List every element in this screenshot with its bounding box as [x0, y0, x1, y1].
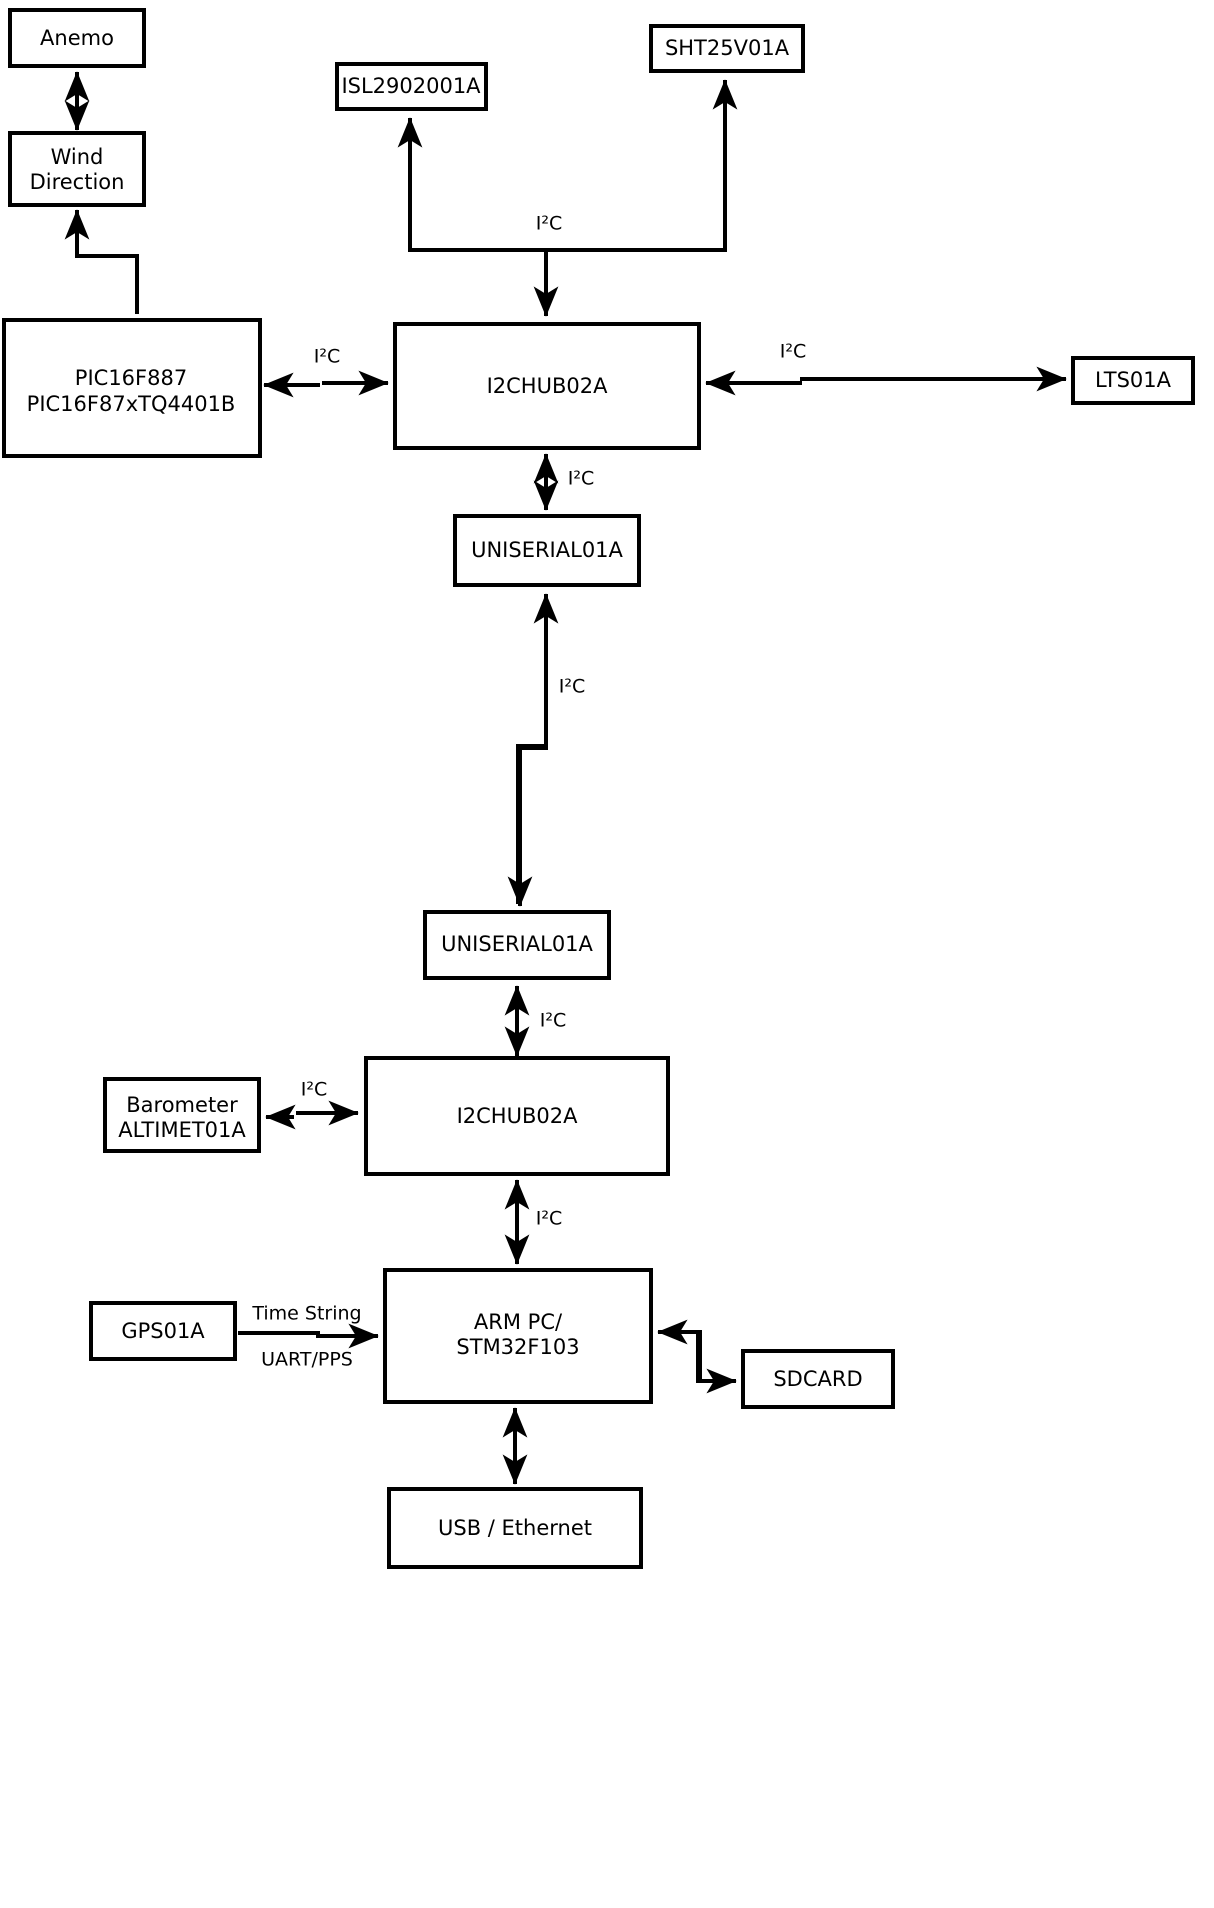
- edge-label-i2c-hub-lts: I²C: [780, 341, 807, 363]
- block-lts01a[interactable]: LTS01A: [1071, 356, 1195, 405]
- block-barometer-label-line2: ALTIMET01A: [118, 1118, 246, 1142]
- block-i2chub02a-bottom-label: I2CHUB02A: [457, 1104, 579, 1128]
- block-i2chub02a-top-label: I2CHUB02A: [487, 374, 609, 398]
- edge-label-i2c-pic-hub: I²C: [314, 346, 341, 368]
- connection-i2c-bus-top: [397, 79, 738, 317]
- block-pic16f887[interactable]: PIC16F887 PIC16F87xTQ4401B: [2, 318, 262, 458]
- block-armpc-label-line2: STM32F103: [456, 1335, 579, 1359]
- block-pic16f887-label-line1: PIC16F887: [75, 366, 187, 390]
- block-lts01a-label: LTS01A: [1095, 368, 1172, 392]
- block-anemo-label: Anemo: [40, 26, 114, 50]
- block-gps01a-label: GPS01A: [121, 1319, 205, 1343]
- block-sdcard[interactable]: SDCARD: [741, 1349, 895, 1409]
- block-arm-pc-stm32f103[interactable]: ARM PC/ STM32F103: [383, 1268, 653, 1404]
- block-pic16f887-label-line2: PIC16F87xTQ4401B: [27, 392, 236, 416]
- block-uniserial01a-top-label: UNISERIAL01A: [471, 538, 623, 562]
- block-isl2902001a[interactable]: ISL2902001A: [335, 62, 488, 111]
- edge-label-i2c-hub-uni: I²C: [568, 468, 595, 490]
- block-i2chub02a-top[interactable]: I2CHUB02A: [393, 322, 701, 450]
- block-i2chub02a-bottom[interactable]: I2CHUB02A: [364, 1056, 670, 1176]
- edge-label-i2c-bus-top: I²C: [536, 213, 563, 235]
- block-wind-direction[interactable]: Wind Direction: [8, 131, 146, 207]
- connection-pic-i2chub-top: [263, 370, 389, 398]
- block-sdcard-label: SDCARD: [773, 1367, 862, 1391]
- connection-gps-armpc: [238, 1323, 379, 1349]
- block-uniserial01a-bottom[interactable]: UNISERIAL01A: [423, 910, 611, 980]
- block-uniserial01a-bottom-label: UNISERIAL01A: [441, 932, 593, 956]
- block-barometer-label-line1: Barometer: [126, 1093, 238, 1117]
- block-isl2902001a-label: ISL2902001A: [341, 74, 481, 98]
- block-barometer-altimet01a[interactable]: Barometer ALTIMET01A: [103, 1077, 261, 1153]
- connection-i2chub-top-lts: [705, 366, 1067, 396]
- edge-label-time-string: Time String: [251, 1303, 361, 1325]
- connection-pic-winddirection: [64, 209, 139, 314]
- edge-label-uart-pps: UART/PPS: [261, 1349, 353, 1371]
- block-wind-direction-label-line2: Direction: [30, 170, 125, 194]
- edge-label-i2c-baro-hubb: I²C: [301, 1079, 328, 1101]
- connection-armpc-sdcard: [657, 1319, 737, 1394]
- block-sht25v01a-label: SHT25V01A: [665, 36, 790, 60]
- connection-uniserial-top-uniserial-bottom: [507, 593, 559, 907]
- block-gps01a[interactable]: GPS01A: [89, 1301, 237, 1361]
- block-uniserial01a-top[interactable]: UNISERIAL01A: [453, 514, 641, 587]
- block-usb-ethernet[interactable]: USB / Ethernet: [387, 1487, 643, 1569]
- edge-label-i2c-uni-uni: I²C: [559, 676, 586, 698]
- block-armpc-label-line1: ARM PC/: [474, 1310, 563, 1334]
- edge-label-i2c-hubb-arm: I²C: [536, 1208, 563, 1230]
- block-usb-ethernet-label: USB / Ethernet: [438, 1516, 592, 1540]
- block-anemo[interactable]: Anemo: [8, 8, 146, 68]
- edge-label-i2c-unib-hubb: I²C: [540, 1010, 567, 1032]
- block-sht25v01a[interactable]: SHT25V01A: [649, 24, 805, 73]
- connection-barometer-i2chub-bottom: [265, 1100, 359, 1130]
- block-wind-direction-label-line1: Wind: [51, 145, 104, 169]
